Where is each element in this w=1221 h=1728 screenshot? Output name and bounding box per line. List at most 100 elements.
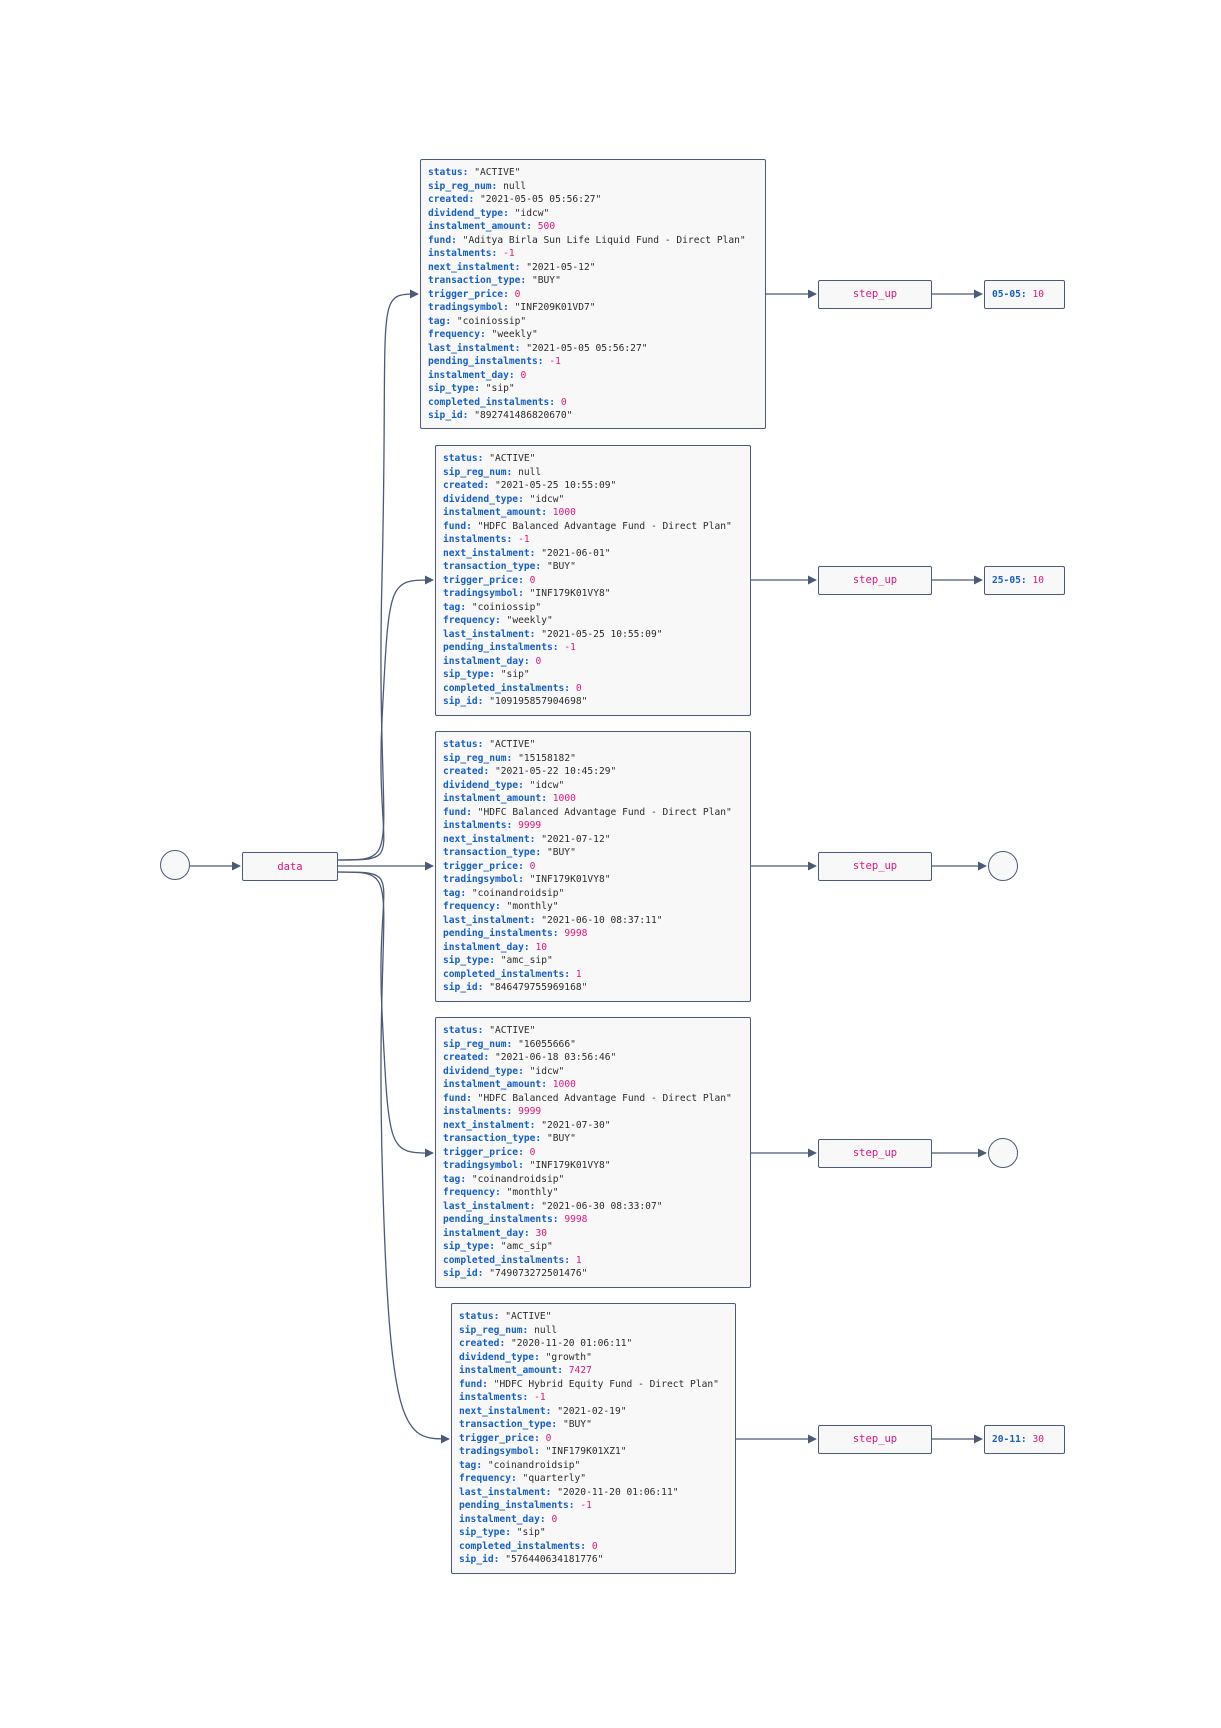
field-colon: : xyxy=(477,1268,490,1279)
field-key: instalment_amount xyxy=(443,1079,542,1090)
field-value: "ACTIVE" xyxy=(489,453,536,464)
field-value: 9999 xyxy=(518,1106,542,1117)
field-colon: : xyxy=(529,628,542,640)
field-colon: : xyxy=(557,1365,569,1376)
field-colon: : xyxy=(499,1338,511,1349)
field-colon: : xyxy=(477,696,490,707)
field-key: transaction_type xyxy=(443,1133,536,1144)
field-value: null xyxy=(518,466,542,478)
field-row: sip_type: "amc_sip" xyxy=(443,1240,743,1254)
field-value: "2021-06-10 08:37:11" xyxy=(541,914,663,926)
edge-data-to-record-2 xyxy=(337,575,434,861)
field-key: tradingsymbol xyxy=(428,302,504,313)
field-row: instalment_amount: 7427 xyxy=(459,1364,728,1378)
field-colon: : xyxy=(477,1025,490,1036)
step-up-value-node-2: 25-05: 10 xyxy=(984,565,1065,595)
field-key: fund xyxy=(443,520,467,532)
field-colon: : xyxy=(483,480,495,491)
field-key: sip_reg_num xyxy=(443,752,507,764)
field-colon: : xyxy=(489,1241,501,1252)
field-key: last_instalment xyxy=(443,628,530,640)
field-key: dividend_type xyxy=(443,779,519,791)
field-row: instalment_amount: 1000 xyxy=(443,1078,743,1092)
field-colon: : xyxy=(518,1160,530,1171)
field-key: tradingsymbol xyxy=(459,1446,535,1457)
field-row: created: "2021-05-25 10:55:09" xyxy=(443,479,743,493)
field-colon: : xyxy=(474,383,486,394)
step-up-colon: : xyxy=(1020,1433,1033,1445)
field-row: sip_id: "109195857904698" xyxy=(443,695,743,709)
step-up-key: 05-05 xyxy=(992,288,1021,300)
field-colon: : xyxy=(518,874,530,885)
field-value: 1000 xyxy=(552,793,576,804)
step-up-key: 20-11 xyxy=(992,1433,1021,1445)
field-key: sip_type xyxy=(443,669,490,680)
field-value: -1 xyxy=(503,248,515,259)
field-key: status xyxy=(443,453,478,464)
field-value: 1000 xyxy=(552,507,576,518)
field-row: instalments: 9999 xyxy=(443,1105,743,1119)
field-row: tag: "coinandroidsip" xyxy=(443,887,743,901)
field-colon: : xyxy=(514,261,527,273)
field-row: sip_reg_num: "15158182" xyxy=(443,752,743,766)
field-key: dividend_type xyxy=(459,1351,535,1363)
field-row: frequency: "quarterly" xyxy=(459,1472,728,1486)
field-colon: : xyxy=(445,315,457,327)
field-colon: : xyxy=(541,507,553,518)
field-key: instalments xyxy=(459,1392,523,1403)
field-colon: : xyxy=(541,793,553,804)
field-key: sip_reg_num xyxy=(428,180,492,192)
field-colon: : xyxy=(534,1432,546,1444)
field-key: tag xyxy=(428,315,446,327)
field-colon: : xyxy=(522,1392,535,1403)
field-key: transaction_type xyxy=(428,275,521,286)
step-up-colon: : xyxy=(1020,288,1033,300)
field-colon: : xyxy=(510,1473,523,1484)
field-value: "INF179K01XZ1" xyxy=(545,1446,627,1457)
step-up-node-4: step_up xyxy=(818,1138,932,1168)
field-value: null xyxy=(503,180,527,192)
step-up-value-node-1: 05-05: 10 xyxy=(984,279,1065,309)
field-row: tag: "coiniossip" xyxy=(443,601,743,615)
field-row: tradingsymbol: "INF179K01VY8" xyxy=(443,1159,743,1173)
field-value: 1 xyxy=(575,1254,582,1266)
edge-data-to-record-4 xyxy=(337,871,434,1158)
field-key: transaction_type xyxy=(443,561,536,572)
field-colon: : xyxy=(494,615,507,626)
field-value: "2020-11-20 01:06:11" xyxy=(511,1338,633,1349)
field-value: "monthly" xyxy=(506,1187,559,1198)
field-key: sip_id xyxy=(443,1268,478,1279)
field-value: "892741486820670" xyxy=(474,410,573,421)
step-up-colon: : xyxy=(1020,574,1033,586)
field-row: sip_reg_num: null xyxy=(443,466,743,480)
field-key: frequency xyxy=(459,1473,511,1484)
field-key: last_instalment xyxy=(459,1486,546,1498)
field-colon: : xyxy=(529,833,542,845)
field-value: "BUY" xyxy=(531,275,561,286)
field-key: sip_id xyxy=(443,696,478,707)
field-row: sip_id: "892741486820670" xyxy=(428,409,758,423)
field-row: instalments: -1 xyxy=(459,1391,728,1405)
record-node-3: status: "ACTIVE"sip_reg_num: "15158182" c… xyxy=(435,731,751,1002)
field-key: completed_instalments xyxy=(443,682,565,694)
field-row: last_instalment: "2021-05-05 05:56:27" xyxy=(428,342,758,356)
field-row: status: "ACTIVE" xyxy=(443,738,743,752)
field-key: transaction_type xyxy=(459,1419,552,1430)
field-colon: : xyxy=(523,655,536,667)
root-data-node: data xyxy=(242,852,338,881)
field-row: transaction_type: "BUY" xyxy=(428,274,758,288)
field-colon: : xyxy=(529,547,542,559)
field-key: sip_type xyxy=(459,1527,506,1538)
field-value: "quarterly" xyxy=(522,1473,587,1484)
field-row: completed_instalments: 1 xyxy=(443,968,743,982)
step-up-node-3: step_up xyxy=(818,851,932,881)
field-value: "2021-05-25 10:55:09" xyxy=(495,480,617,491)
field-value: 0 xyxy=(591,1540,598,1552)
field-key: tag xyxy=(443,887,461,899)
field-value: "2021-06-01" xyxy=(541,547,611,559)
field-key: fund xyxy=(459,1378,483,1390)
field-row: created: "2020-11-20 01:06:11" xyxy=(459,1337,728,1351)
field-value: 0 xyxy=(514,288,521,300)
